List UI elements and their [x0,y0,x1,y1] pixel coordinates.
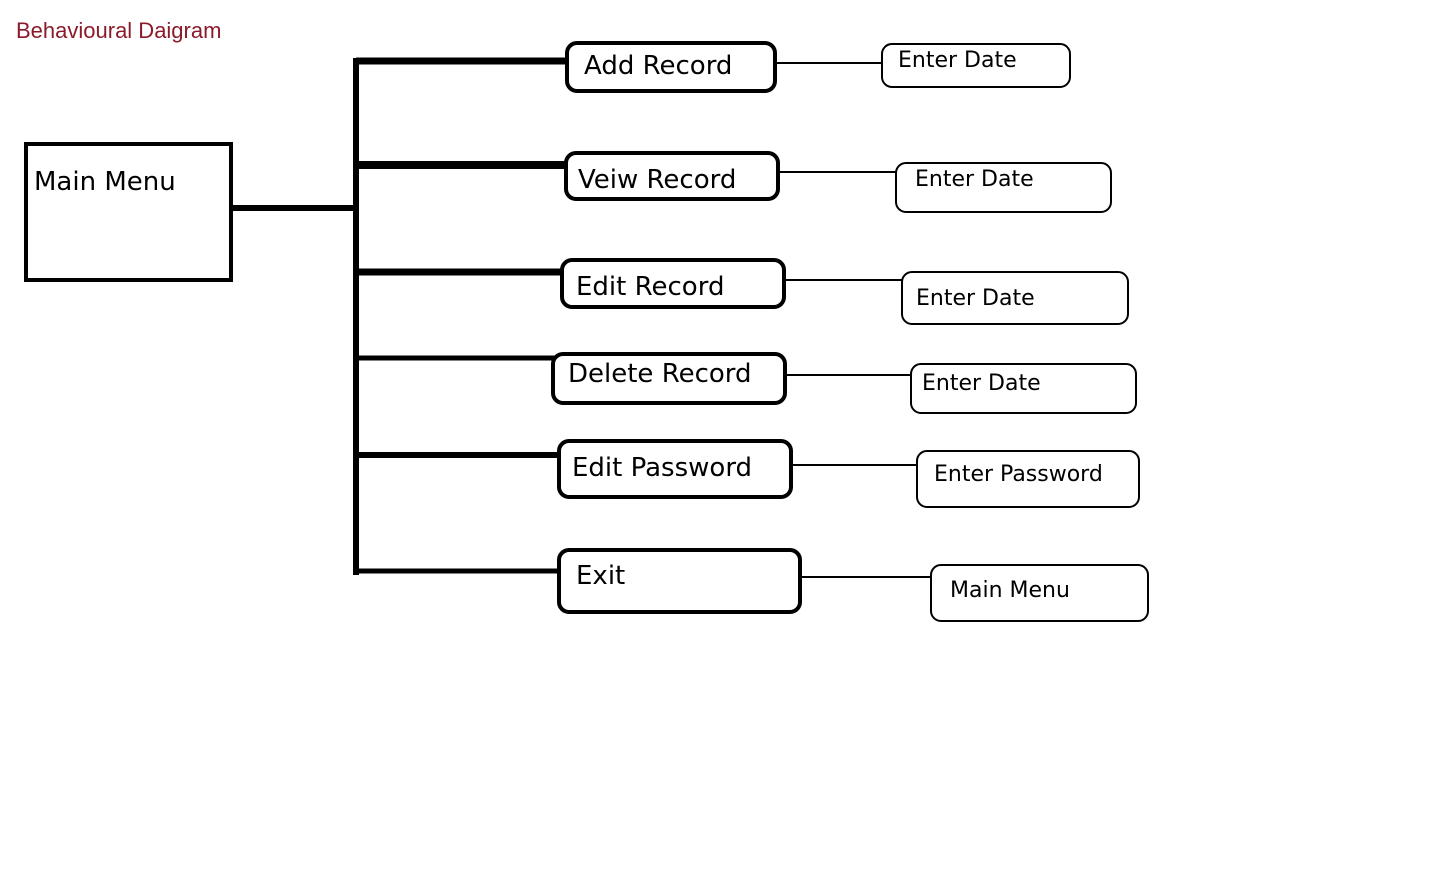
target-box [895,162,1112,213]
target-box [881,43,1071,88]
root-node: Main Menu [24,142,233,282]
menu-item-box [560,258,786,309]
diagram-title: Behavioural Daigram [16,18,222,43]
menu-item-5: Edit Password Enter Password [356,439,1140,508]
target-label: Main Menu [950,578,1070,603]
root-node-label: Main Menu [34,167,176,197]
target-label: Enter Date [916,286,1035,311]
menu-item-box [557,439,793,499]
menu-item-4: Delete Record Enter Date [356,352,1137,414]
menu-item-1: Add Record Enter Date [356,41,1071,93]
target-label: Enter Date [915,167,1034,192]
target-box [930,564,1149,622]
menu-item-label: Add Record [584,51,732,81]
target-label: Enter Password [934,462,1103,487]
menu-item-label: Delete Record [568,359,752,389]
target-label: Enter Date [922,371,1041,396]
menu-item-label: Edit Record [576,272,724,302]
target-box [910,363,1137,414]
target-box [901,271,1129,325]
menu-item-label: Veiw Record [578,165,736,195]
target-box [916,450,1140,508]
menu-item-box [557,548,802,614]
menu-item-3: Edit Record Enter Date [356,258,1129,325]
menu-item-box [551,352,787,405]
menu-item-box [564,151,780,201]
menu-item-2: Veiw Record Enter Date [356,151,1112,213]
menu-item-label: Edit Password [572,453,752,483]
target-label: Enter Date [898,48,1017,73]
menu-item-box [565,41,777,93]
root-node-box [24,142,233,282]
menu-item-label: Exit [576,561,625,591]
